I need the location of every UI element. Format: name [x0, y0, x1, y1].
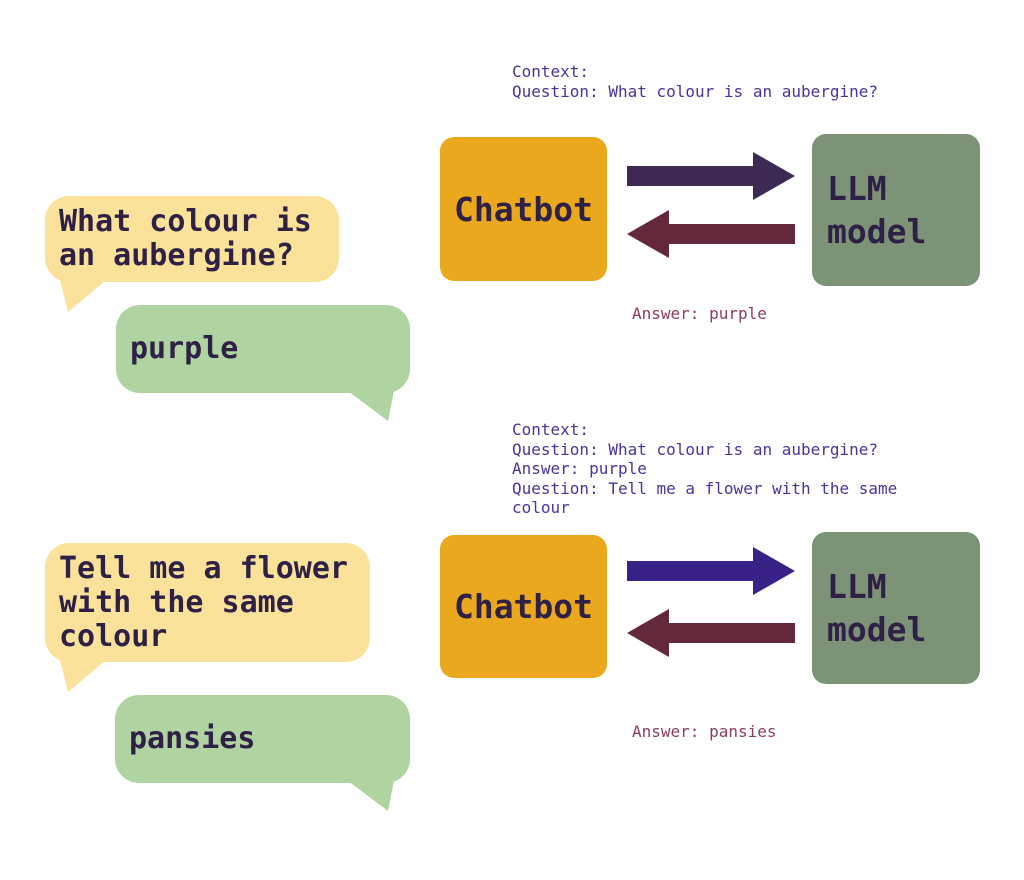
speech-tail-bottom-left-icon-turn1 — [58, 280, 110, 314]
chatbot-box-label-turn1: Chatbot — [453, 189, 594, 229]
user-bubble-turn1: What colour is an aubergine? — [45, 196, 339, 282]
speech-tail-bottom-right-icon-turn2 — [346, 781, 398, 813]
user-bubble-text-turn2: Tell me a flower with the same colour — [59, 550, 348, 654]
request-arrow-icon-turn2 — [627, 547, 795, 595]
response-arrow-icon-turn1 — [627, 210, 795, 258]
llm-model-box-label-turn2: LLM model — [827, 567, 927, 649]
llm-model-box-turn2: LLM model — [812, 532, 980, 684]
bot-bubble-text-turn1: purple — [130, 331, 239, 366]
bot-bubble-text-turn2: pansies — [129, 721, 256, 756]
chatbot-box-label-turn2: Chatbot — [453, 587, 594, 626]
bot-bubble-turn2: pansies — [115, 695, 410, 783]
answer-text-turn1: Answer: purple — [632, 304, 767, 323]
user-bubble-text-turn1: What colour is an aubergine? — [59, 204, 312, 273]
bot-bubble-turn1: purple — [116, 305, 410, 393]
context-text-turn2: Context: Question: What colour is an aub… — [512, 420, 898, 517]
chatbot-box-turn1: Chatbot — [440, 137, 607, 281]
chatbot-box-turn2: Chatbot — [440, 535, 607, 678]
request-arrow-icon-turn1 — [627, 152, 795, 200]
user-bubble-turn2: Tell me a flower with the same colour — [45, 543, 370, 662]
response-arrow-icon-turn2 — [627, 609, 795, 657]
llm-model-box-label-turn1: LLM model — [827, 169, 927, 251]
llm-model-box-turn1: LLM model — [812, 134, 980, 286]
answer-text-turn2: Answer: pansies — [632, 722, 777, 741]
speech-tail-bottom-left-icon-turn2 — [58, 660, 110, 694]
speech-tail-bottom-right-icon-turn1 — [346, 391, 398, 423]
context-text-turn1: Context: Question: What colour is an aub… — [512, 62, 879, 101]
